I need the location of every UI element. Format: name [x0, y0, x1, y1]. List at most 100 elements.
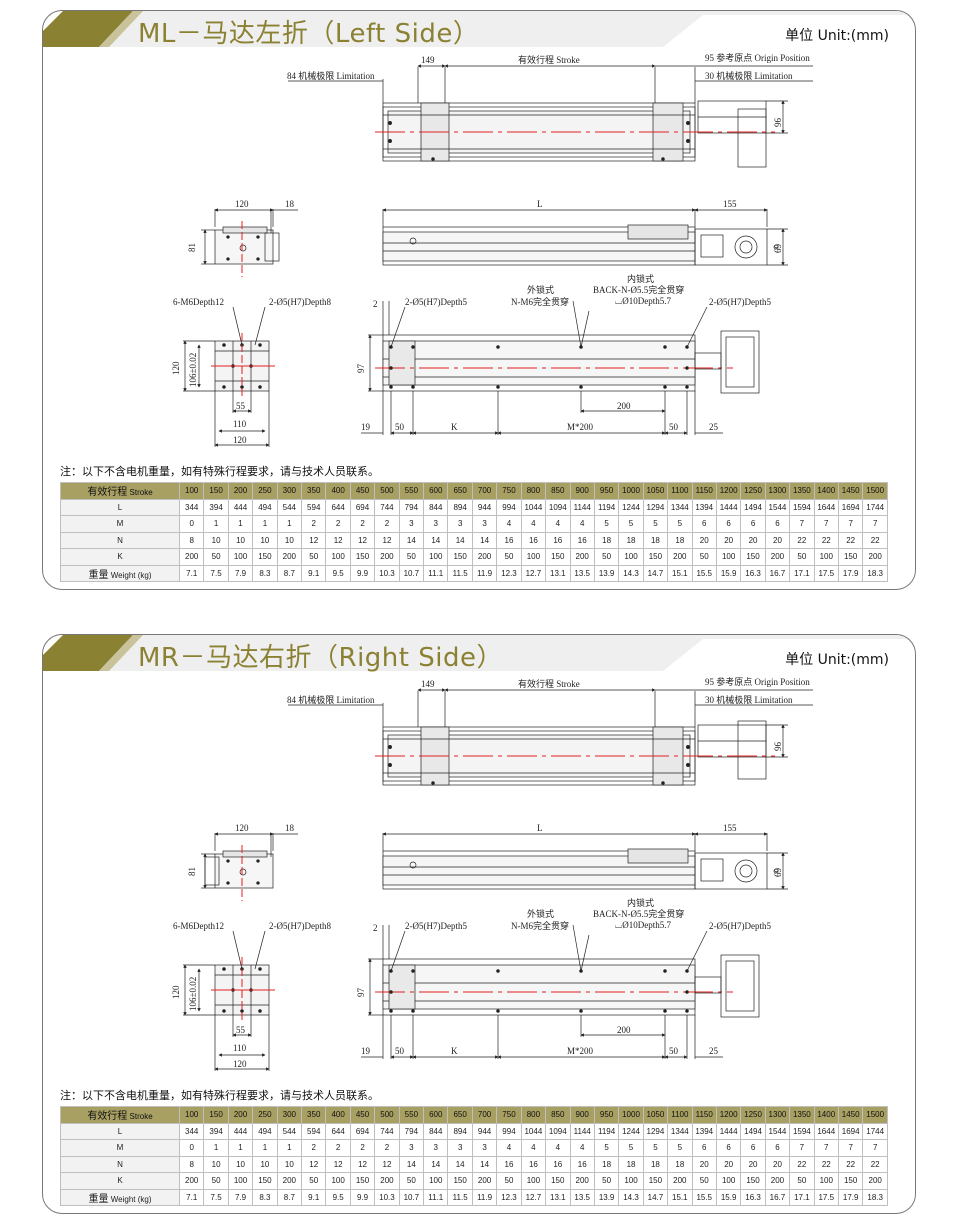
table-cell: 100 — [813, 1172, 839, 1190]
table-cell: 20 — [764, 531, 791, 549]
table-cell: 1544 — [764, 498, 791, 516]
table-cell: 100 — [715, 548, 742, 566]
table-cell: 18 — [642, 1155, 669, 1173]
unit-label: 单位 Unit:(mm) — [785, 652, 889, 668]
table-cell: 50 — [496, 548, 522, 566]
outer-lock-label: 外锁式 — [527, 908, 554, 919]
table-cell: 1294 — [642, 498, 669, 516]
table-cell: 994 — [496, 1122, 522, 1140]
table-cell: 16.7 — [764, 564, 791, 582]
table-cell: 150 — [837, 548, 864, 566]
table-cell: 100 — [227, 548, 254, 566]
table-cell: 10 — [203, 1155, 229, 1173]
table-cell: 100 — [325, 1172, 351, 1190]
row-header-en: Weight (kg) — [110, 1194, 152, 1204]
dim-50-a: 50 — [395, 422, 405, 432]
table-cell: 200 — [764, 1172, 791, 1190]
table-cell: 0 — [178, 515, 205, 533]
table-cell: 100 — [520, 1172, 547, 1190]
table-cell: 100 — [178, 482, 205, 500]
table-cell: 50 — [593, 548, 620, 566]
table-cell: 950 — [593, 482, 620, 500]
table-cell: 1144 — [569, 498, 595, 516]
dim-L: L — [537, 823, 543, 833]
dim-120: 120 — [235, 823, 249, 833]
inner-lock-counterbore: ⌴Ø10Depth5.7 — [615, 296, 671, 306]
table-cell: 450 — [349, 1106, 376, 1124]
table-cell: 7.5 — [203, 564, 229, 582]
table-cell: 800 — [520, 482, 547, 500]
dim-97: 97 — [356, 988, 366, 998]
table-cell: 22 — [837, 1155, 864, 1173]
table-cell: 550 — [398, 482, 425, 500]
table-cell: 3 — [447, 515, 473, 533]
dim-25: 25 — [709, 422, 719, 432]
table-cell: 550 — [398, 1106, 425, 1124]
table-cell: 100 — [227, 1172, 254, 1190]
table-cell: 50 — [203, 1172, 229, 1190]
table-cell: 12 — [301, 1155, 327, 1173]
dim-M200: M*200 — [567, 1046, 594, 1056]
table-cell: 4 — [496, 1139, 522, 1157]
table-cell: 7.1 — [178, 564, 205, 582]
table-cell: 594 — [301, 498, 327, 516]
table-cell: 894 — [447, 1122, 473, 1140]
dim-200: 200 — [617, 401, 631, 411]
table-cell: 16 — [569, 1155, 595, 1173]
table-cell: 1050 — [642, 1106, 669, 1124]
row-header: L — [60, 498, 180, 516]
inner-lock-spec: BACK-N-Ø5.5完全贯穿 — [593, 908, 684, 919]
table-cell: 18 — [667, 1155, 693, 1173]
table-cell: 944 — [471, 1122, 498, 1140]
table-cell: 400 — [325, 1106, 351, 1124]
inner-lock-counterbore: ⌴Ø10Depth5.7 — [615, 920, 671, 930]
table-cell: 18 — [618, 531, 644, 549]
table-cell: 3 — [447, 1139, 473, 1157]
mech-limit-30-label: 30 机械极限 Limitation — [705, 694, 793, 705]
table-cell: 50 — [398, 548, 425, 566]
table-cell: 14 — [398, 1155, 425, 1173]
table-cell: 100 — [423, 1172, 449, 1190]
table-cell: 14 — [471, 531, 498, 549]
table-cell: 17.9 — [837, 564, 864, 582]
table-cell: 350 — [301, 1106, 327, 1124]
table-cell: 6 — [740, 515, 766, 533]
dim-110: 110 — [233, 419, 247, 429]
table-cell: 7 — [789, 1139, 815, 1157]
table-cell: 8.3 — [252, 564, 278, 582]
table-cell: 1694 — [837, 1122, 864, 1140]
table-cell: 5 — [667, 1139, 693, 1157]
table-cell: 13.9 — [593, 564, 620, 582]
table-cell: 10.3 — [374, 564, 400, 582]
table-cell: 200 — [227, 1106, 254, 1124]
table-cell: 900 — [569, 482, 595, 500]
mech-limit-30-label: 30 机械极限 Limitation — [705, 70, 793, 81]
dim-19: 19 — [361, 422, 371, 432]
table-cell: 13.1 — [545, 564, 571, 582]
table-cell: 1494 — [740, 1122, 766, 1140]
table-cell: 150 — [837, 1172, 864, 1190]
table-cell: 694 — [349, 1122, 376, 1140]
table-cell: 100 — [618, 1172, 644, 1190]
table-cell: 16 — [545, 1155, 571, 1173]
table-cell: 150 — [203, 482, 229, 500]
table-cell: 1350 — [789, 482, 815, 500]
table-cell: 100 — [813, 548, 839, 566]
table-cell: 6 — [691, 1139, 717, 1157]
row-header: 重量 Weight (kg) — [60, 564, 180, 582]
table-cell: 150 — [349, 1172, 376, 1190]
row-header: N — [60, 531, 180, 549]
m6-depth-label: 6-M6Depth12 — [173, 297, 224, 307]
table-cell: 9.1 — [301, 564, 327, 582]
row-header-en: K — [117, 1176, 123, 1186]
pin-depth5-a-label: 2-Ø5(H7)Depth5 — [405, 921, 467, 931]
table-cell: 7.5 — [203, 1188, 229, 1206]
table-cell: 744 — [374, 1122, 400, 1140]
table-cell: 744 — [374, 498, 400, 516]
table-cell: 22 — [862, 1155, 888, 1173]
dim-120-bottom: 120 — [233, 1059, 247, 1069]
table-cell: 15.1 — [667, 1188, 693, 1206]
table-cell: 694 — [349, 498, 376, 516]
